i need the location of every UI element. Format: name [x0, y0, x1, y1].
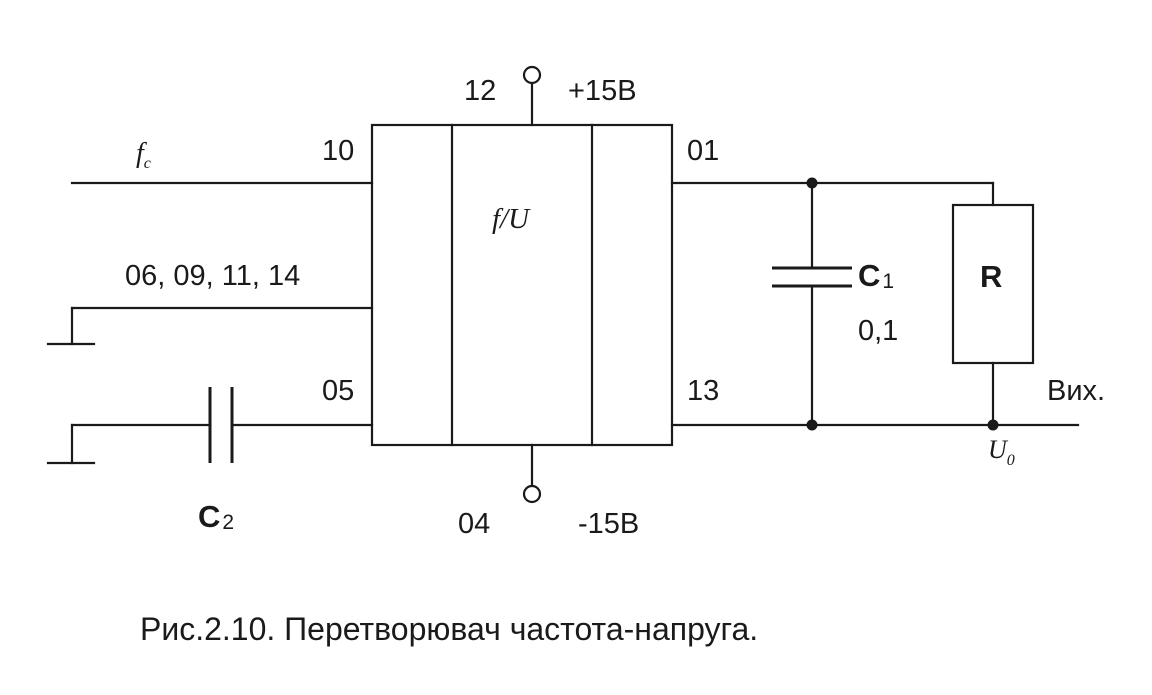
- output-label: Вих.: [1047, 375, 1105, 407]
- converter-outline: [370, 123, 674, 447]
- supply-positive-terminal: [522, 65, 542, 127]
- supply-negative-pin: [522, 484, 542, 504]
- supply-positive-label: +15В: [568, 75, 637, 107]
- pin-12-label: 12: [464, 75, 496, 107]
- pin-04-label: 04: [458, 508, 490, 540]
- fc-signal-label: fc: [136, 138, 151, 172]
- c2-capacitor-branch: [46, 387, 374, 465]
- output-lower-connection: [670, 419, 1080, 431]
- pin-05-label: 05: [322, 375, 354, 407]
- u0-main: U: [988, 435, 1009, 464]
- u0-signal-label: U0: [988, 435, 1015, 469]
- pin-10-label: 10: [322, 135, 354, 167]
- fc-main: f: [136, 138, 147, 169]
- supply-negative-label: -15В: [578, 508, 639, 540]
- c1-label: C1: [858, 258, 894, 293]
- block-function-label: f/U: [492, 203, 531, 235]
- resistor-label: R: [980, 259, 1002, 294]
- c2-letter: C: [198, 499, 220, 534]
- fc-subscript: c: [144, 155, 151, 172]
- output-upper-connection: [670, 177, 995, 207]
- u0-subscript: 0: [1007, 452, 1015, 469]
- c1-index: 1: [882, 270, 894, 293]
- c1-letter: C: [858, 258, 880, 293]
- pin-13-label: 13: [687, 375, 719, 407]
- resistor: [951, 203, 1035, 427]
- c1-capacitor: [772, 181, 852, 427]
- pin-01-label: 01: [687, 135, 719, 167]
- supply-positive-pin: [522, 65, 542, 85]
- supply-negative-terminal: [522, 443, 542, 504]
- ground-group-connection: [46, 306, 374, 346]
- converter-block: [370, 123, 674, 447]
- c2-label: C2: [198, 499, 234, 534]
- c1-value-label: 0,1: [858, 315, 898, 347]
- pin-ground-group-label: 06, 09, 11, 14: [125, 260, 300, 292]
- figure-caption: Рис.2.10. Перетворювач частота-напруга.: [140, 611, 758, 647]
- c2-index: 2: [222, 511, 234, 534]
